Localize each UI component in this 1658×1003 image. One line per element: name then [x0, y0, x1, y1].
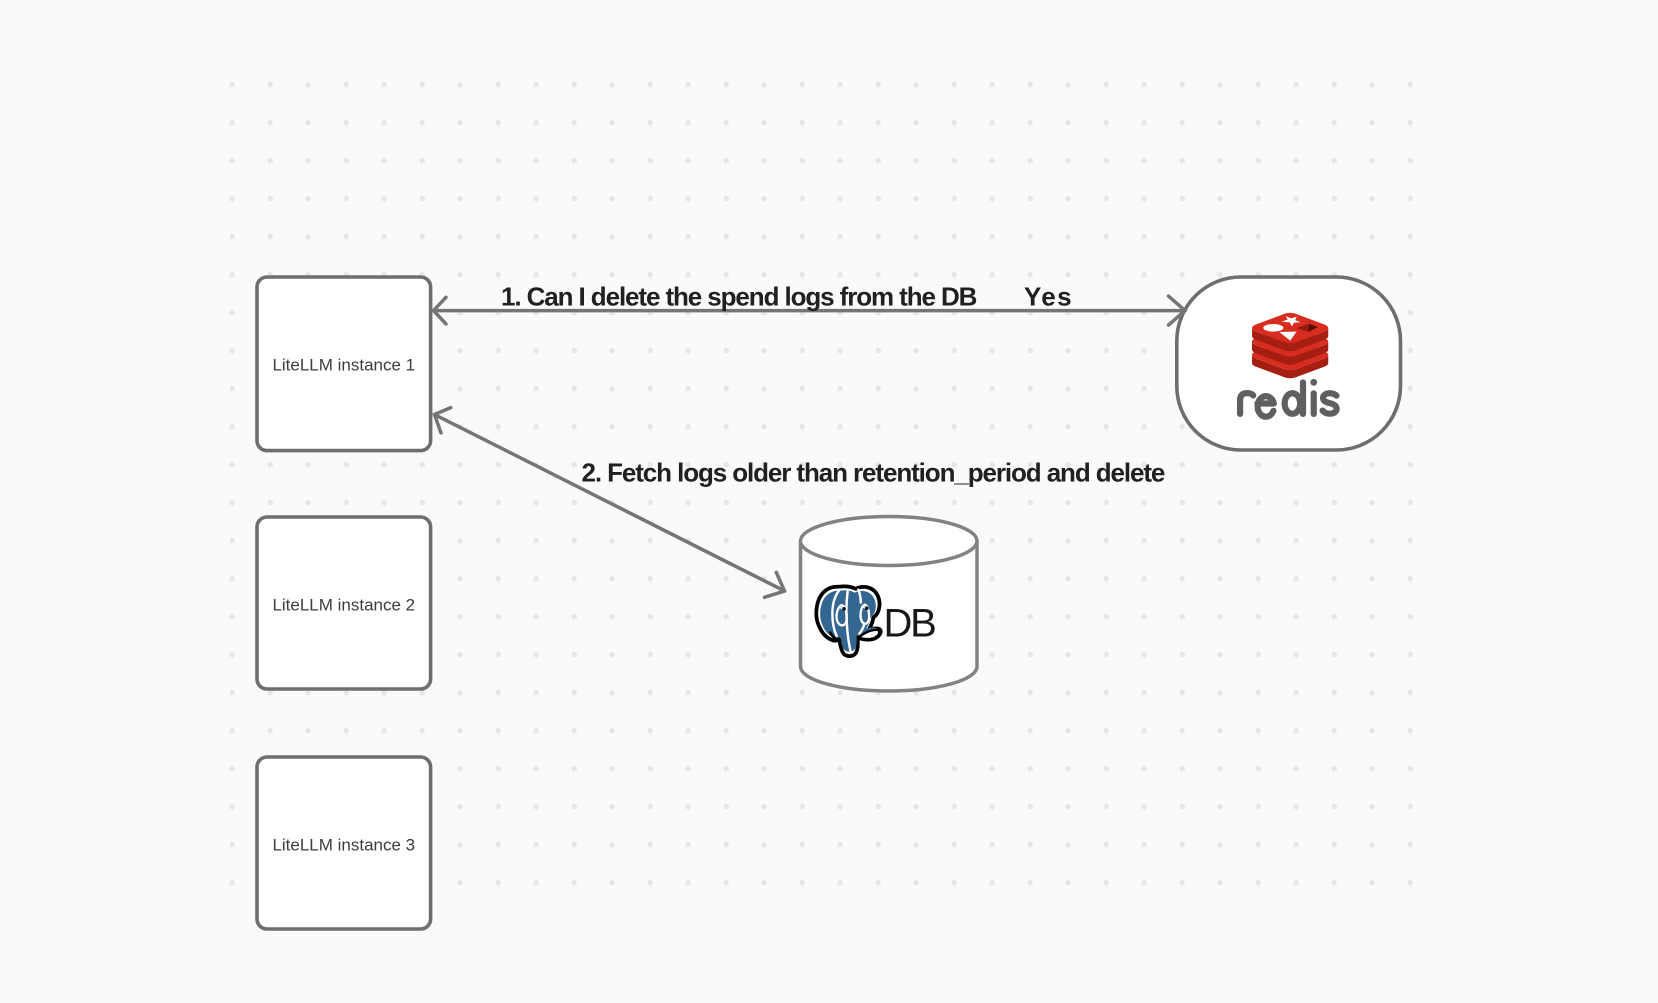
svg-text:DB: DB [884, 602, 936, 646]
svg-text:LiteLLM instance 3: LiteLLM instance 3 [272, 836, 415, 855]
svg-text:Yes: Yes [1024, 281, 1073, 311]
svg-text:LiteLLM instance 2: LiteLLM instance 2 [272, 596, 415, 615]
svg-text:LiteLLM instance 1: LiteLLM instance 1 [272, 356, 415, 375]
svg-text:1. Can I delete the spend logs: 1. Can I delete the spend logs from the … [501, 281, 977, 311]
svg-text:2. Fetch logs older than reten: 2. Fetch logs older than retention_perio… [582, 457, 1165, 487]
